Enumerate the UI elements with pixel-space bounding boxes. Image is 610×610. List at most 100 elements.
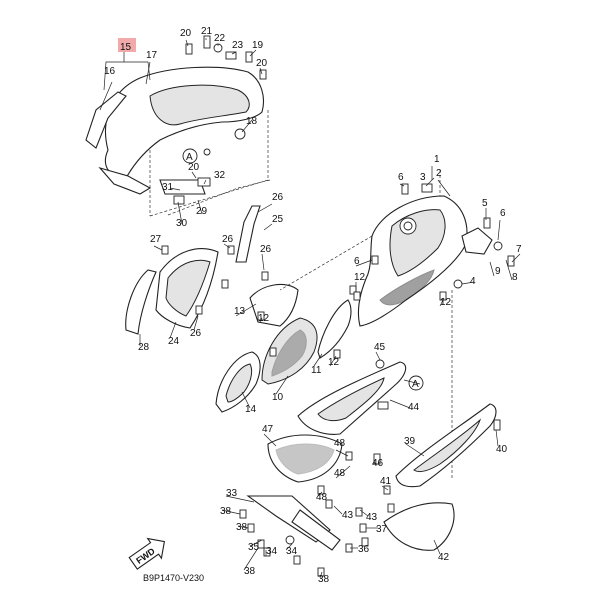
leader-line <box>335 465 351 479</box>
cowling-lower-lip <box>98 166 152 195</box>
callout-6[interactable]: 6 <box>500 208 506 219</box>
callout-1[interactable]: 1 <box>434 154 440 165</box>
callout-30[interactable]: 30 <box>176 218 188 229</box>
leader-line <box>505 259 513 281</box>
callout-8[interactable]: 8 <box>512 272 518 283</box>
callout-5[interactable]: 5 <box>482 198 488 209</box>
callout-23[interactable]: 23 <box>232 40 244 51</box>
callout-38[interactable]: 38 <box>236 522 248 533</box>
callout-43[interactable]: 43 <box>342 510 354 521</box>
svg-text:A: A <box>412 379 419 390</box>
callout-16[interactable]: 16 <box>104 66 116 77</box>
upper-cowling-inner <box>149 84 250 126</box>
leader-line <box>191 171 197 179</box>
leader-line <box>399 183 405 187</box>
callout-26[interactable]: 26 <box>272 192 284 203</box>
callout-31[interactable]: 31 <box>162 182 174 193</box>
callout-12[interactable]: 12 <box>440 297 452 308</box>
callout-10[interactable]: 10 <box>272 392 284 403</box>
callout-3[interactable]: 3 <box>420 172 426 183</box>
callout-22[interactable]: 22 <box>214 33 226 44</box>
leader-line <box>425 177 435 187</box>
callout-43[interactable]: 43 <box>366 512 378 523</box>
leader-line <box>263 433 277 447</box>
callout-48[interactable]: 48 <box>316 492 328 503</box>
callout-32[interactable]: 32 <box>214 170 226 181</box>
belly-pan-42 <box>383 502 455 551</box>
callout-39[interactable]: 39 <box>404 436 416 447</box>
callout-21[interactable]: 21 <box>201 26 213 37</box>
windshield-trim-16 <box>85 91 127 149</box>
lower-hardware <box>161 245 501 577</box>
callout-18[interactable]: 18 <box>246 116 258 127</box>
callout-12[interactable]: 12 <box>328 357 340 368</box>
diagram-code: B9P1470-V230 <box>143 573 204 583</box>
callout-25[interactable]: 25 <box>272 214 284 225</box>
callout-44[interactable]: 44 <box>408 402 420 413</box>
leader-line <box>193 315 199 331</box>
callout-6[interactable]: 6 <box>398 172 404 183</box>
callout-26[interactable]: 26 <box>222 234 234 245</box>
callout-38[interactable]: 38 <box>318 574 330 585</box>
leader-line <box>437 179 451 197</box>
leader-line <box>231 51 237 55</box>
callout-36[interactable]: 36 <box>358 544 370 555</box>
leader-line <box>359 509 369 517</box>
panel-47 <box>267 434 343 483</box>
leader-line <box>241 391 251 409</box>
callout-28[interactable]: 28 <box>138 342 150 353</box>
callout-26[interactable]: 26 <box>190 328 202 339</box>
callout-48[interactable]: 48 <box>334 468 346 479</box>
callout-34[interactable]: 34 <box>266 546 278 557</box>
callout-7[interactable]: 7 <box>516 244 522 255</box>
leader-line <box>433 539 441 555</box>
callout-6[interactable]: 6 <box>354 256 360 267</box>
callout-35[interactable]: 35 <box>248 542 260 553</box>
callout-33[interactable]: 33 <box>226 488 238 499</box>
callout-12[interactable]: 12 <box>354 272 366 283</box>
callout-42[interactable]: 42 <box>438 552 450 563</box>
callout-2[interactable]: 2 <box>436 168 442 179</box>
callout-12[interactable]: 12 <box>258 313 270 324</box>
leader-line <box>197 199 203 215</box>
callout-24[interactable]: 24 <box>168 336 180 347</box>
ref-a-upper: A <box>182 148 198 164</box>
leader-line <box>221 509 241 515</box>
callout-19[interactable]: 19 <box>252 40 264 51</box>
callout-highlight <box>118 38 136 52</box>
callout-26[interactable]: 26 <box>260 244 272 255</box>
callout-38[interactable]: 38 <box>244 566 256 577</box>
callout-20[interactable]: 20 <box>256 58 268 69</box>
callout-48[interactable]: 48 <box>334 438 346 449</box>
callout-labels: 1234566678910111212121213141516171819202… <box>104 26 522 585</box>
callout-29[interactable]: 29 <box>196 206 208 217</box>
leader-line <box>333 505 343 515</box>
callout-40[interactable]: 40 <box>496 444 508 455</box>
callout-38[interactable]: 38 <box>220 506 232 517</box>
leader-line <box>335 449 349 457</box>
callout-41[interactable]: 41 <box>380 476 392 487</box>
callout-47[interactable]: 47 <box>262 424 274 435</box>
leader-line <box>389 399 411 409</box>
center-parts <box>215 283 352 413</box>
leader-line <box>153 245 163 251</box>
callout-13[interactable]: 13 <box>234 306 246 317</box>
callout-45[interactable]: 45 <box>374 342 386 353</box>
callout-37[interactable]: 37 <box>376 524 388 535</box>
callout-46[interactable]: 46 <box>372 458 384 469</box>
callout-4[interactable]: 4 <box>470 276 476 287</box>
callout-17[interactable]: 17 <box>146 50 158 61</box>
callout-11[interactable]: 11 <box>311 365 322 376</box>
callout-20[interactable]: 20 <box>188 162 200 173</box>
leader-line <box>375 351 381 361</box>
callout-15[interactable]: 15 <box>120 42 132 53</box>
leader-line <box>381 485 389 491</box>
leader-line <box>373 461 377 465</box>
leader-line <box>241 119 253 133</box>
callout-9[interactable]: 9 <box>495 266 501 277</box>
callout-14[interactable]: 14 <box>245 404 257 415</box>
callout-27[interactable]: 27 <box>150 234 162 245</box>
leader-lines <box>99 38 521 579</box>
callout-20[interactable]: 20 <box>180 28 192 39</box>
callout-34[interactable]: 34 <box>286 546 298 557</box>
